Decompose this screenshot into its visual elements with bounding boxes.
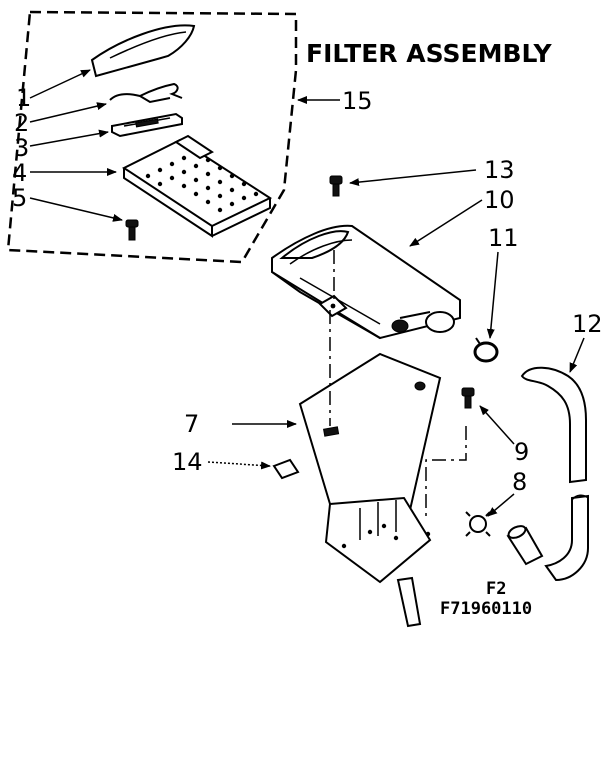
part-3-latch [111, 112, 183, 138]
part-7-mounting-bracket [298, 352, 442, 628]
part-11-hose-clamp [473, 337, 499, 363]
part-5-screw [125, 219, 139, 241]
callout-5: 5 [12, 184, 27, 212]
callout-2: 2 [14, 109, 29, 137]
callout-7: 7 [184, 410, 199, 438]
part-13-screw [329, 175, 343, 197]
part-4-filter-screen [122, 134, 273, 238]
reference-code-line2: F71960110 [440, 599, 532, 619]
part-2-spring-clip [109, 82, 183, 104]
part-14-gasket [272, 458, 300, 480]
callout-15: 15 [342, 87, 373, 115]
callout-10: 10 [484, 186, 515, 214]
part-1-filter-cover [90, 24, 196, 78]
callout-1: 1 [16, 84, 31, 112]
callout-11: 11 [488, 224, 519, 252]
callout-13: 13 [484, 156, 515, 184]
part-9-screw [461, 387, 475, 409]
diagram-title: FILTER ASSEMBLY [306, 39, 553, 68]
part-12-hose [520, 366, 589, 582]
callout-3: 3 [14, 134, 29, 162]
callout-12: 12 [572, 310, 603, 338]
callout-4: 4 [12, 159, 27, 187]
reference-code-line1: F2 [486, 579, 506, 599]
part-8-hose-connector [465, 511, 544, 566]
callout-9: 9 [514, 438, 529, 466]
filter-assembly-group: 1 2 3 4 5 [6, 10, 298, 264]
callout-14: 14 [172, 448, 203, 476]
part-10-filter-housing [271, 224, 461, 340]
callout-8: 8 [512, 468, 527, 496]
filter-assembly-border [6, 10, 298, 264]
